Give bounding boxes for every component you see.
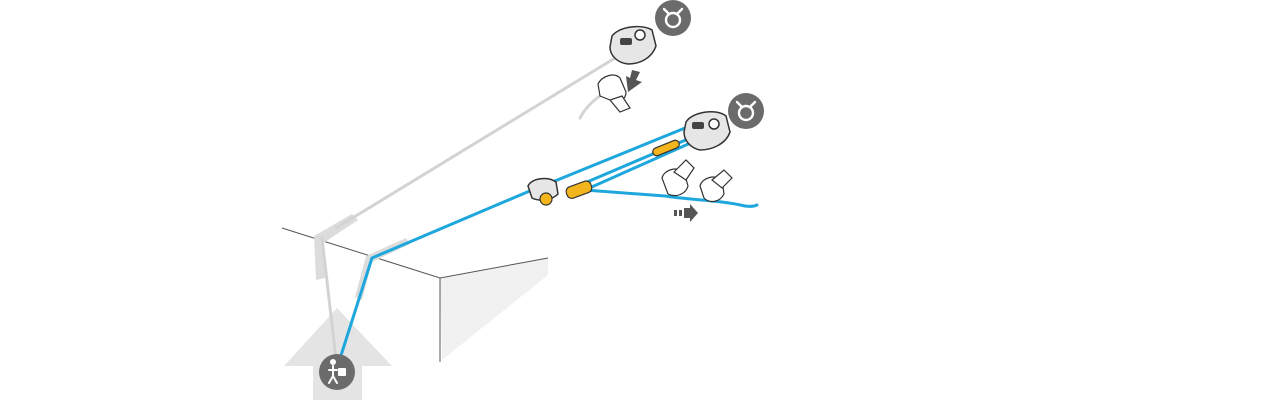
- backup-rope-lower: [320, 236, 339, 370]
- release-cuff: [608, 95, 631, 113]
- building-side-shadow: [440, 258, 548, 360]
- haul-rope-strand-top: [543, 124, 692, 187]
- pull-arrow-dash-2: [679, 210, 682, 216]
- pulling-cuff-right: [711, 169, 733, 189]
- badge-ring-arrows: [735, 100, 757, 109]
- person-load: [338, 368, 346, 376]
- pulling-cuff-left: [673, 159, 695, 181]
- pulling-hands: [661, 159, 733, 203]
- edge-protector-left: [314, 214, 358, 280]
- haul-rope-strand-low: [583, 139, 697, 192]
- upward-lift-arrow-icon: [284, 308, 392, 400]
- badge-ring: [664, 11, 682, 29]
- person-body: [328, 365, 338, 384]
- edge-protector-right: [355, 238, 410, 300]
- pulley-wheel: [539, 192, 553, 206]
- badge-ring: [737, 104, 755, 122]
- downward-release-arrow-icon: [626, 70, 642, 92]
- top-right-anchor-badge: [728, 93, 764, 129]
- backup-rope-upper: [334, 53, 622, 230]
- haul-device-cam: [692, 122, 704, 129]
- lower-carabiner: [565, 180, 593, 199]
- lower-carabiner-body: [565, 180, 593, 199]
- victim-badge: [319, 354, 355, 390]
- haul-rope-to-hands: [583, 188, 667, 198]
- backup-descender-device: [609, 25, 657, 65]
- descender-body: [609, 25, 657, 65]
- descender-cam: [620, 38, 632, 45]
- release-hand: [597, 74, 631, 113]
- anchor-rotation-badge-icon: [728, 93, 764, 129]
- haul-device: [683, 110, 731, 151]
- badge-ring-arrows: [662, 7, 684, 16]
- progress-capture-pulley: [527, 177, 559, 206]
- person-head: [330, 359, 336, 365]
- person-with-load-icon: [319, 354, 355, 390]
- top-left-anchor-badge: [655, 0, 691, 36]
- pull-arrow-dash-1: [674, 210, 677, 216]
- anchor-rotation-badge-icon: [655, 0, 691, 36]
- building-edge: [281, 227, 549, 362]
- haul-device-wheel: [708, 118, 720, 130]
- upper-carabiner: [652, 139, 680, 157]
- haul-rope: [335, 124, 759, 370]
- pull-arrow-head: [684, 204, 698, 222]
- rightward-pull-arrow-icon: [674, 204, 698, 222]
- haul-rope-tail: [663, 194, 759, 208]
- upper-carabiner-body: [652, 139, 680, 157]
- haul-device-body: [683, 110, 731, 151]
- haul-rope-main: [335, 188, 534, 370]
- descender-wheel: [634, 29, 646, 41]
